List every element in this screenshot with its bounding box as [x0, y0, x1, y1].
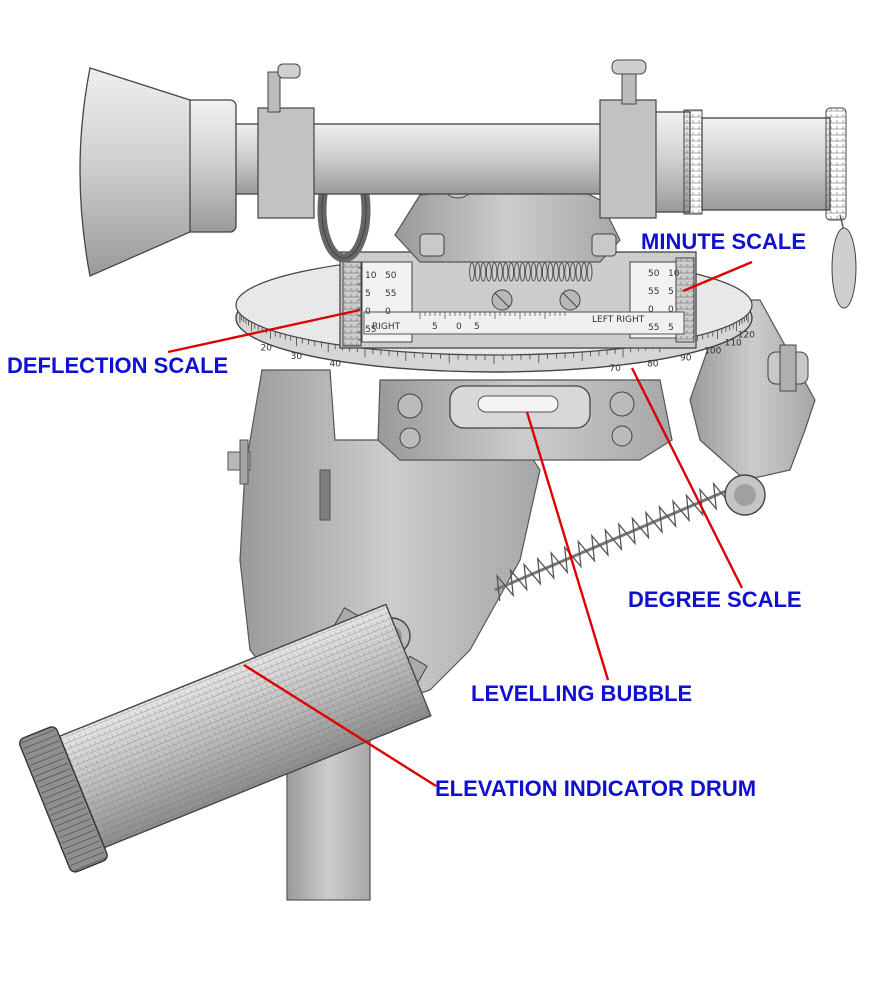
degree-tick-label: 100	[704, 347, 721, 357]
minute-tick-label: 5	[668, 323, 674, 333]
leader-lines	[167, 260, 753, 788]
engraved-right-text: RIGHT	[372, 322, 401, 332]
minute-tick-label: 5	[668, 287, 674, 297]
bubble-mount	[377, 379, 673, 461]
minute-tick-label: 50	[648, 269, 660, 279]
right-arm-bracket	[689, 299, 816, 481]
label-deflection-scale: DEFLECTION SCALE	[7, 353, 229, 378]
minute-tick-label: 0	[668, 305, 674, 315]
minute-tick-label: 55	[648, 287, 659, 297]
label-elevation-drum: ELEVATION INDICATOR DRUM	[435, 776, 757, 801]
deflection-tick-label: 5	[365, 289, 371, 299]
degree-tick-label: 120	[738, 330, 755, 340]
leader-deflection-scale	[167, 308, 361, 354]
minute-tick-label: 55	[648, 323, 659, 333]
minute-tick-label: 0	[648, 305, 654, 315]
deflection-tick-label: 55	[365, 325, 376, 335]
tension-spring	[494, 474, 766, 602]
elevation-drum	[19, 603, 432, 873]
leader-elevation-drum	[243, 663, 437, 788]
degree-tick-label: 70	[609, 364, 621, 374]
degree-tick-label: 30	[291, 352, 303, 362]
degree-tick-label: 80	[647, 359, 659, 369]
slide-tick-label: 5	[432, 322, 438, 332]
slide-tick-label: 0	[456, 322, 462, 332]
label-levelling-bubble: LEVELLING BUBBLE	[471, 681, 693, 706]
degree-tick-label: 20	[260, 344, 272, 354]
deflection-tick-label: 0	[385, 307, 391, 317]
label-degree-scale: DEGREE SCALE	[628, 587, 802, 612]
deflection-tick-label: 10	[365, 271, 377, 281]
degree-tick-label: 110	[725, 339, 742, 349]
engraved-left-right-text: LEFT RIGHT	[592, 315, 645, 325]
leader-levelling-bubble	[525, 411, 610, 681]
degree-tick-label: 90	[680, 354, 692, 364]
telescope	[79, 59, 857, 309]
deflection-tick-label: 0	[365, 307, 371, 317]
deflection-tick-label: 55	[385, 289, 396, 299]
minute-tick-label: 10	[668, 269, 680, 279]
leader-degree-scale	[630, 367, 744, 589]
degree-tick-label: 40	[329, 359, 341, 369]
label-minute-scale: MINUTE SCALE	[641, 229, 806, 254]
slide-tick-label: 5	[474, 322, 480, 332]
leader-minute-scale	[682, 260, 753, 293]
deflection-tick-label: 50	[385, 271, 397, 281]
